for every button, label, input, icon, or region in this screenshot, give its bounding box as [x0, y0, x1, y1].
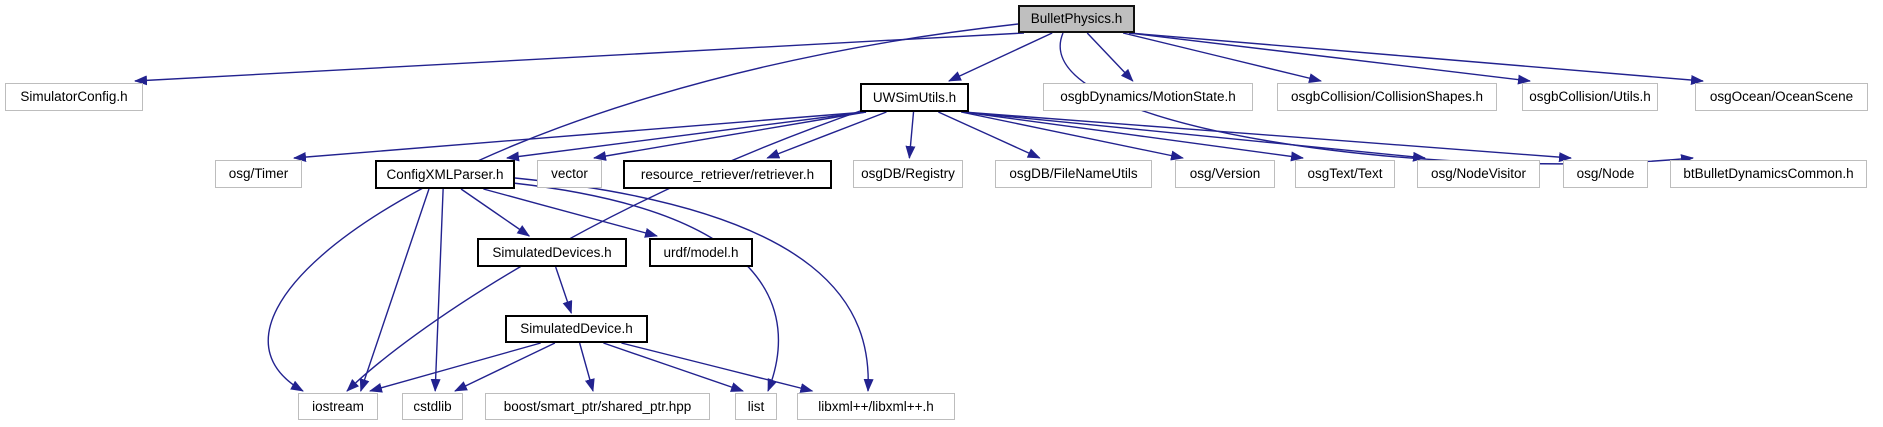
edge-bulletphysics-motionstate [1086, 32, 1134, 82]
edge-uwsimutils-osgnodevisitor [962, 111, 1426, 162]
edge-simulateddevice-list [603, 342, 744, 392]
node-resourceretriever[interactable]: resource_retriever/retriever.h [623, 160, 832, 189]
edge-configxmlparser-libxml [514, 177, 874, 392]
edge-uwsimutils-osgdbregistry [905, 111, 916, 159]
node-libxml: libxml++/libxml++.h [797, 393, 955, 420]
node-osgtext: osgText/Text [1295, 160, 1395, 188]
node-simulateddevices[interactable]: SimulatedDevices.h [477, 238, 627, 267]
edge-uwsimutils-osgdbfilenameutils [938, 111, 1041, 159]
node-configxmlparser[interactable]: ConfigXMLParser.h [375, 160, 515, 189]
edge-configxmlparser-urdfmodel [483, 188, 658, 238]
node-simulateddevice[interactable]: SimulatedDevice.h [505, 315, 648, 343]
edge-uwsimutils-resourceretriever [766, 111, 887, 159]
edge-simulateddevice-cstdlib [454, 342, 556, 392]
node-collisionshapes: osgbCollision/CollisionShapes.h [1277, 83, 1497, 111]
node-osgdbfilenameutils: osgDB/FileNameUtils [995, 160, 1152, 188]
node-osgnode: osg/Node [1563, 160, 1648, 188]
edge-uwsimutils-osgnode [962, 111, 1572, 163]
edge-uwsimutils-osgtext [962, 111, 1304, 162]
edge-configxmlparser-iostream [359, 188, 430, 392]
node-vector: vector [537, 160, 602, 188]
edge-configxmlparser-list [512, 182, 780, 392]
node-boost: boost/smart_ptr/shared_ptr.hpp [485, 393, 710, 420]
node-list: list [735, 393, 777, 420]
node-uwsimutils[interactable]: UWSimUtils.h [860, 83, 969, 112]
node-iostream: iostream [298, 393, 378, 420]
node-urdfmodel[interactable]: urdf/model.h [649, 238, 753, 267]
edge-configxmlparser-simulateddevices [460, 188, 531, 237]
edge-uwsimutils-configxmlparser [506, 111, 867, 162]
node-osgnodevisitor: osg/NodeVisitor [1417, 160, 1540, 188]
edge-bulletphysics-uwsimutils [948, 32, 1053, 82]
node-cstdlib: cstdlib [402, 393, 463, 420]
edge-uwsimutils-osgtimer [293, 111, 867, 163]
edge-bulletphysics-simulatorconfig [134, 32, 1025, 86]
edge-bulletphysics-oceanscene [1128, 32, 1704, 85]
edge-bulletphysics-iostream [267, 23, 1019, 392]
edge-configxmlparser-cstdlib [430, 188, 444, 392]
edge-simulateddevice-libxml [621, 342, 814, 393]
edge-uwsimutils-vector [593, 111, 867, 161]
node-motionstate: osgbDynamics/MotionState.h [1043, 83, 1253, 111]
node-osgversion: osg/Version [1175, 160, 1275, 188]
node-btbullet: btBulletDynamicsCommon.h [1670, 160, 1867, 188]
node-bulletphysics: BulletPhysics.h [1018, 5, 1135, 33]
edge-simulateddevice-boost [578, 342, 595, 392]
edge-simulateddevices-simulateddevice [555, 266, 573, 314]
edge-group [134, 23, 1704, 393]
edge-bulletphysics-collisionshapes [1122, 32, 1322, 84]
edge-simulateddevice-iostream [369, 342, 541, 393]
node-oceanscene: osgOcean/OceanScene [1695, 83, 1868, 111]
node-osgtimer: osg/Timer [215, 160, 302, 188]
node-osgdbregistry: osgDB/Registry [853, 160, 963, 188]
node-osgbutils: osgbCollision/Utils.h [1522, 83, 1658, 111]
edge-bulletphysics-osgbutils [1128, 32, 1531, 85]
node-simulatorconfig: SimulatorConfig.h [5, 83, 143, 111]
edge-uwsimutils-osgversion [960, 111, 1184, 161]
